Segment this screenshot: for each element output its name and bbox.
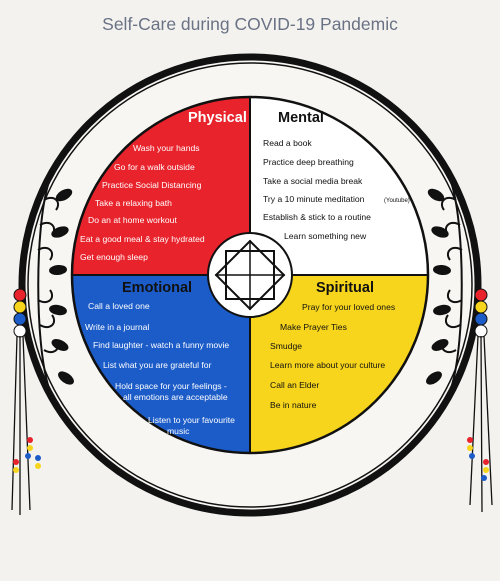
quadrant-physical [72,97,250,275]
list-item: Practice Social Distancing [102,180,202,190]
list-item: Be in nature [270,400,317,410]
physical-heading: Physical [188,110,247,126]
spiritual-list: Pray for your loved ones Make Prayer Tie… [270,302,395,410]
list-item: Practice deep breathing [263,157,354,167]
quadrant-wheel [70,95,430,455]
list-item: Listen to your favourite [148,415,235,425]
vine-ornament-right-icon [426,184,463,386]
list-item: Establish & stick to a routine [263,212,371,222]
feather-bead-left-icon [11,288,41,515]
quadrant-emotional [72,275,250,453]
list-item: Do an at home workout [88,215,177,225]
list-item: Take a social media break [263,176,363,186]
list-item: Eat a good meal & stay hydrated [80,234,205,244]
list-item: Smudge [270,341,302,351]
emotional-list: Call a loved one Write in a journal Find… [85,301,235,436]
list-item: Take a relaxing bath [95,198,172,208]
list-item: List what you are grateful for [103,360,212,370]
list-item: Hold space for your feelings - [115,381,227,391]
list-item: Make Prayer Ties [280,322,347,332]
physical-list: Wash your hands Go for a walk outside Pr… [80,143,205,262]
mental-heading: Mental [278,110,324,126]
vine-ornament-left-icon [37,184,74,386]
list-item: Write in a journal [85,322,149,332]
spiritual-heading: Spiritual [316,280,374,296]
quadrant-mental [250,97,428,275]
list-item: Call an Elder [270,380,319,390]
list-item: Go for a walk outside [114,162,195,172]
list-item: Learn more about your culture [270,360,385,370]
list-item: Learn something new [284,231,367,241]
list-item: Try a 10 minute meditation [263,194,365,204]
meditation-note: (Youtube) [384,198,410,204]
list-item: Read a book [263,138,312,148]
star-icon [207,232,293,318]
quadrant-spiritual [250,275,428,453]
inner-hoop [27,62,473,508]
list-item: Wash your hands [133,143,200,153]
list-item: Pray for your loved ones [302,302,395,312]
list-item: Call a loved one [88,301,150,311]
feather-bead-right-icon [467,288,493,513]
mental-list: Read a book Practice deep breathing Take… [263,138,410,241]
emotional-heading: Emotional [122,280,192,296]
list-item: Find laughter - watch a funny movie [93,340,229,350]
list-item: all emotions are acceptable [123,392,228,402]
list-item: music [167,426,190,436]
page-title: Self-Care during COVID-19 Pandemic [102,14,398,34]
list-item: Get enough sleep [80,252,148,262]
